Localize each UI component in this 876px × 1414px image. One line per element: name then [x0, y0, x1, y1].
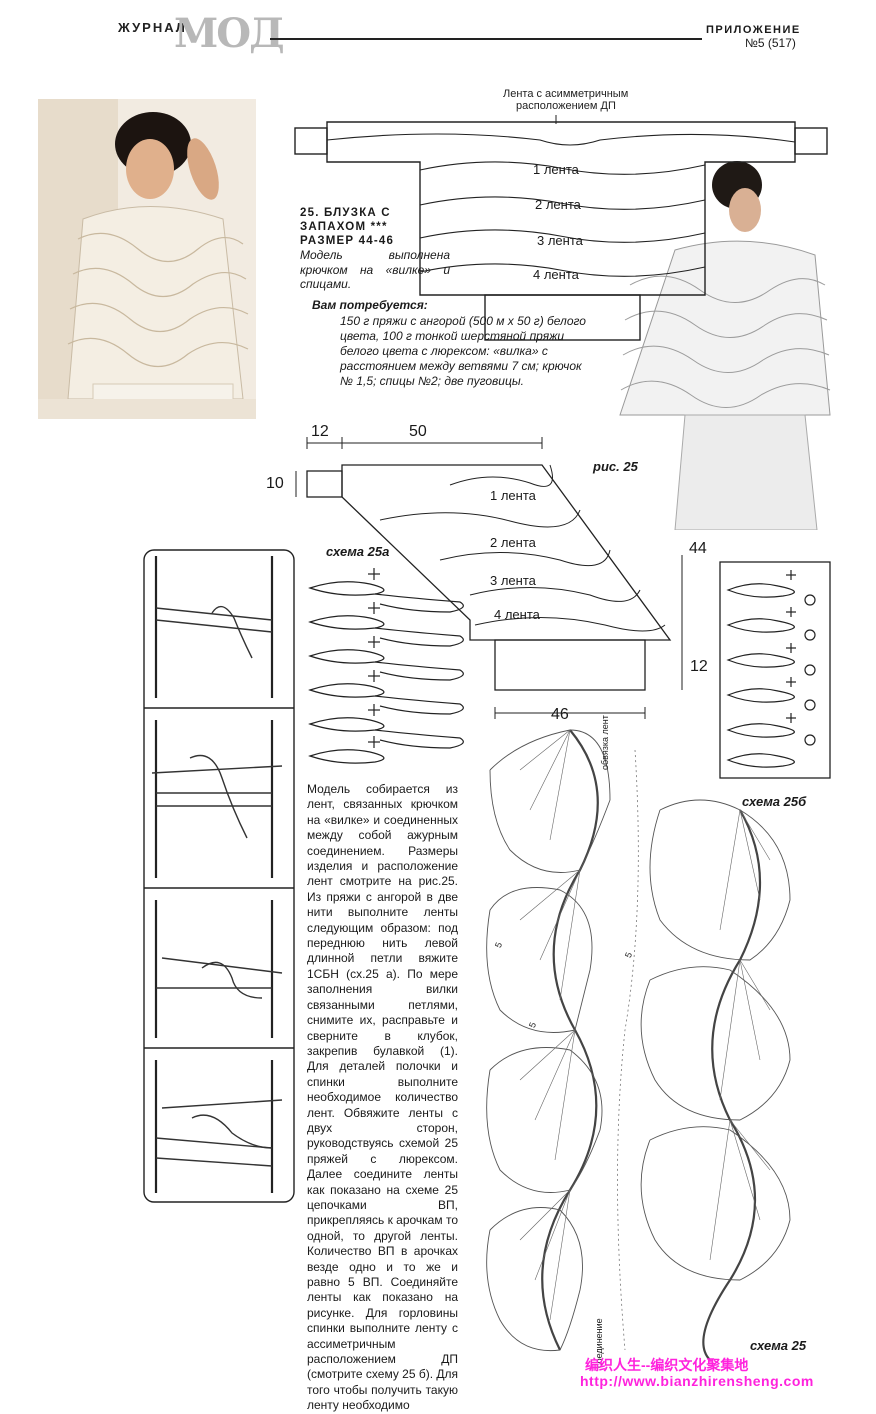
scheme-25a-loops [308, 568, 464, 764]
scheme-25b-box [719, 561, 831, 779]
top-stripe-4: 4 лента [533, 267, 579, 282]
title-line-1: 25. БЛУЗКА С [300, 207, 391, 219]
materials-heading: Вам потребуется: [312, 298, 428, 312]
dim-12: 12 [311, 423, 329, 440]
model-photo-front [38, 99, 256, 419]
pattern-stripe-1: 1 лента [490, 488, 536, 503]
scheme-25-chart [486, 729, 791, 1360]
ribbon-note-line1: Лента с асимметричным [503, 88, 629, 100]
watermark-url: http://www.bianzhirensheng.com [580, 1373, 814, 1389]
watermark-title: 编织人生--编织文化聚集地 [585, 1357, 749, 1373]
issue-number: №5 (517) [745, 36, 796, 50]
title-line-3: РАЗМЕР 44-46 [300, 235, 395, 247]
dim-50: 50 [409, 423, 427, 440]
pattern-stripe-3: 3 лента [490, 573, 536, 588]
materials-text: 150 г пряжи с ангорой (500 м х 50 г) бел… [340, 314, 586, 388]
dim-10: 10 [266, 475, 284, 492]
title-line-2: ЗАПАХОМ *** [300, 221, 388, 233]
header-rule [270, 38, 702, 40]
dim-12-bottom: 12 [690, 658, 708, 675]
dim-44: 44 [689, 540, 707, 557]
scheme-25b-label: схема 25б [742, 794, 807, 809]
appendix-label: ПРИЛОЖЕНИЕ [706, 24, 801, 36]
dim-46: 46 [551, 706, 569, 723]
scheme-25a-label: схема 25а [326, 544, 390, 559]
ribbon-note-line2: расположением ДП [516, 100, 616, 112]
model-photo-back [605, 155, 833, 530]
top-stripe-2: 2 лента [535, 197, 581, 212]
side-label-top: обвязка лент [600, 715, 610, 770]
pattern-diagram [295, 437, 683, 719]
pattern-stripe-2: 2 лента [490, 535, 536, 550]
figure-label: рис. 25 [593, 459, 638, 474]
instructions-text: Модель собирается из лент, связанных крю… [307, 782, 459, 1413]
model-description: Модель выполнена крючком на «вилке» и сп… [300, 248, 450, 291]
journal-label: ЖУРНАЛ [118, 20, 187, 35]
scheme-25-label: схема 25 [750, 1338, 807, 1353]
top-stripe-1: 1 лента [533, 162, 579, 177]
top-stripe-3: 3 лента [537, 233, 583, 248]
magazine-logo: МОД [174, 10, 285, 57]
pattern-stripe-4: 4 лента [494, 607, 540, 622]
hairpin-fork-illustrations [143, 549, 295, 1203]
article-title: 25. БЛУЗКА С ЗАПАХОМ *** РАЗМЕР 44-46 [300, 206, 450, 248]
garment-top-diagram [294, 115, 828, 341]
